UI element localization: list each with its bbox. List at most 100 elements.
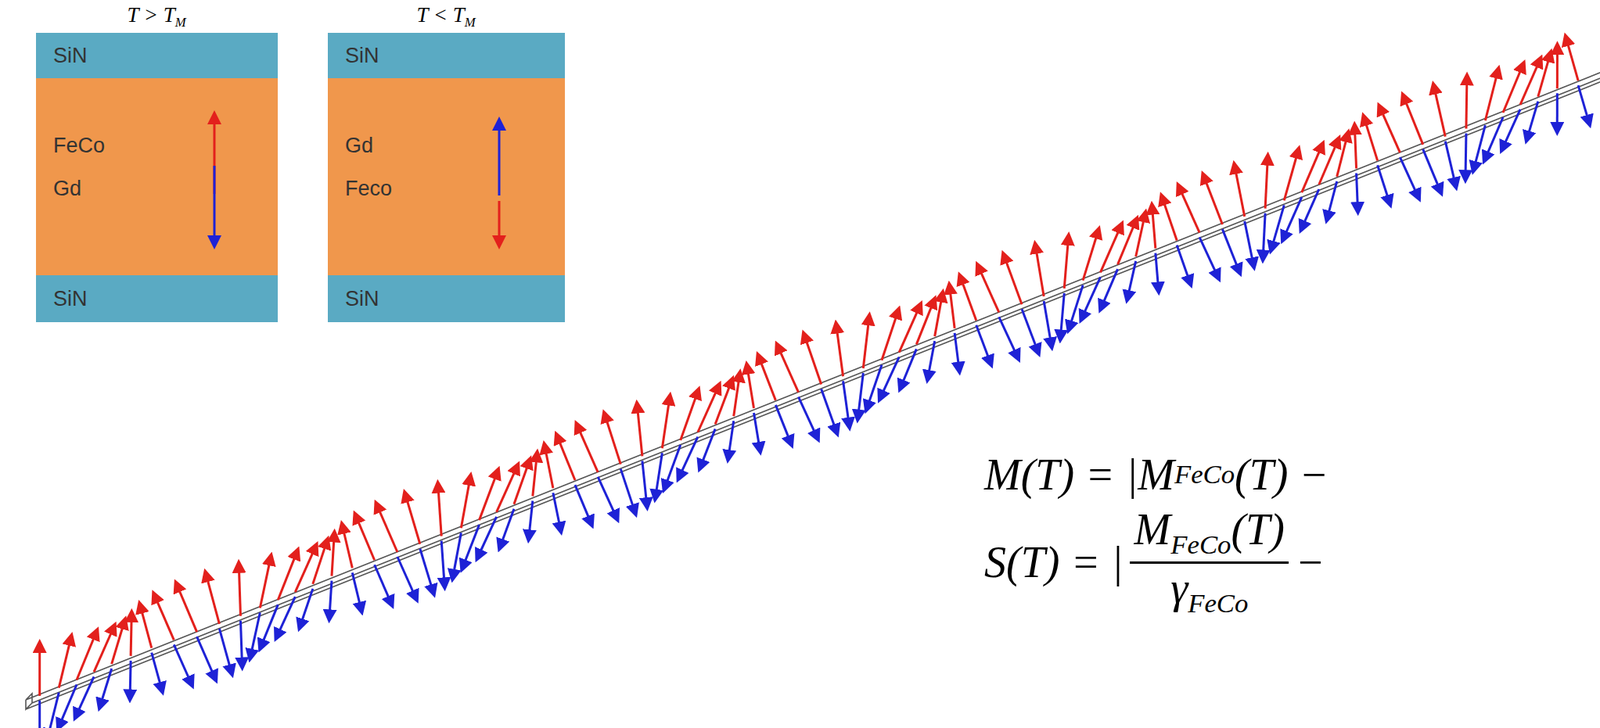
spin-arrow [1069,285,1083,328]
equation: M(T) = |MFeCo(T) − [984,449,1329,500]
spin-arrow [405,496,420,545]
spin-arrow [1566,39,1579,81]
spin-arrow [1301,189,1319,228]
spin-arrow [701,429,716,468]
spin-arrow [999,316,1018,356]
layer-label: SiN [345,45,380,67]
spin-arrow [1271,204,1284,248]
spin-arrow [697,387,719,433]
spin-arrow [1464,78,1468,129]
spin-arrow [140,607,152,649]
spin-arrow [238,566,241,617]
spin-arrow [1364,118,1378,161]
spin-arrow [1520,61,1540,105]
spin-arrow [1060,293,1065,338]
spin-arrow [38,701,41,728]
spin-arrow [374,564,392,603]
spin-arrow [901,348,917,387]
spin-arrow [1234,167,1245,217]
spin-arrow [557,437,576,481]
spin-arrow [661,399,669,450]
spin-arrow [1377,165,1390,202]
spin-arrow [93,628,114,673]
spin-arrow [1162,198,1177,241]
spin-arrow [775,405,791,443]
spin-arrow [898,306,920,353]
nanowire-bar [25,66,1600,710]
spin-arrow [976,325,991,363]
spin-arrow [715,381,732,425]
denominator: γFeCo [1170,564,1248,619]
spin-arrow [1327,181,1338,218]
subscript: FeCo [1170,529,1231,561]
spin-arrow [665,445,681,487]
spin-arrow [821,388,837,432]
spin-arrow [460,478,470,529]
spin-arrow [100,668,112,706]
spin-arrow [1127,261,1136,298]
spin-arrow [261,604,278,647]
spin-arrow [949,287,955,329]
spin-arrow [1337,135,1348,177]
spin-arrow [1301,146,1322,193]
spin-arrow [76,633,97,681]
spin-arrow [1035,247,1045,297]
spin-arrow [655,453,662,497]
temperature-label: T < T [416,3,464,27]
spin-arrow [1152,208,1156,249]
equation: S(T) = |MFeCo(T)γFeCo− [984,506,1326,619]
spin-arrow [154,596,174,641]
spin-arrow [927,341,935,378]
spin-arrow [1445,141,1456,185]
spin-arrow [48,693,60,728]
spin-arrow [173,644,191,684]
spin-arrow [312,542,328,585]
spin-arrow [728,420,734,457]
spin-arrow [1399,157,1418,196]
layer-label: FeCo [53,135,105,157]
spin-arrow [197,636,216,678]
spin-arrow [636,406,642,457]
equation-text: (T) [1230,505,1284,554]
sin-layer: SiN [35,32,278,79]
spin-arrow [1204,176,1223,225]
spin-arrow [1356,173,1359,210]
spin-arrow [544,447,553,489]
spin-arrow [250,613,260,657]
spin-arrow [1064,238,1068,289]
spin-arrow [76,676,94,716]
spin-arrow [129,661,133,698]
spin-arrow [453,532,461,576]
spin-arrow [778,347,799,393]
spin-arrow [862,318,869,369]
spin-arrow [1355,128,1357,169]
spin-arrow [130,615,132,657]
numerator: MFeCo(T) [1129,506,1289,565]
spin-arrow [1004,256,1022,305]
spin-arrow [747,367,754,409]
spin-arrow [58,639,71,689]
spin-arrow [604,416,621,465]
layer-label: Feco [345,178,392,200]
temperature-label: T > T [126,3,175,27]
spin-arrow [478,517,497,557]
subscript: FeCo [1187,588,1248,619]
spin-arrow [1199,237,1218,277]
spin-arrow [1265,158,1268,209]
moment-arrows [35,78,278,276]
spin-arrow [1578,85,1590,123]
spin-arrow [843,381,850,425]
equation-text: γ [1170,564,1188,613]
spin-arrow [1176,245,1190,283]
spin-arrow [329,581,332,618]
spin-arrow [1222,229,1239,271]
layer-label: SiN [345,288,380,310]
spin-arrow [151,653,162,690]
spin-arrow [1474,125,1485,169]
spin-arrow [858,373,864,418]
equation-text: M(T) = |M [984,449,1175,500]
spin-arrow [1179,187,1200,233]
spin-arrow [420,549,434,592]
spin-arrow [219,629,231,673]
spin-arrow [1484,71,1498,121]
